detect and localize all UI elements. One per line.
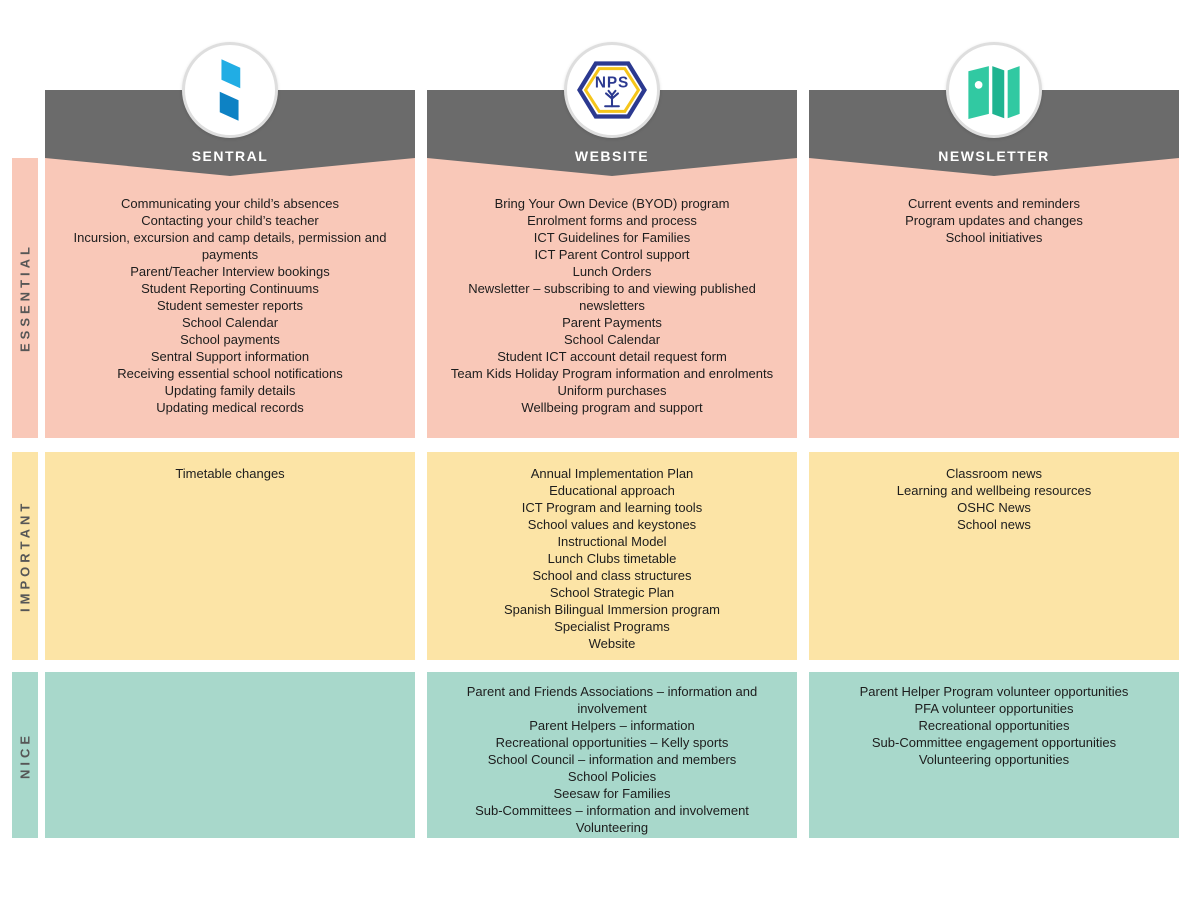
list-item: Learning and wellbeing resources xyxy=(896,483,1092,498)
row-label-text: NICE xyxy=(17,731,33,779)
list-item: Instructional Model xyxy=(557,534,667,549)
list-item: Parent/Teacher Interview bookings xyxy=(130,264,330,279)
list-item: Recreational opportunities xyxy=(918,718,1070,733)
list-item: School news xyxy=(957,517,1031,532)
list-item: Sub-Committee engagement opportunities xyxy=(871,735,1117,750)
list-item: Volunteering xyxy=(575,820,649,835)
column-header-label: NEWSLETTER xyxy=(938,148,1050,164)
list-item: Enrolment forms and process xyxy=(527,213,697,228)
list-item: ICT Parent Control support xyxy=(534,247,690,262)
list-item: Website xyxy=(588,636,636,651)
list-item: Student ICT account detail request form xyxy=(497,349,727,364)
sentral-logo xyxy=(182,42,278,138)
list-item: Communicating your child’s absences xyxy=(121,196,339,211)
list-item: Lunch Orders xyxy=(572,264,652,279)
row-label-text: IMPORTANT xyxy=(17,499,33,613)
list-item: School Council – information and members xyxy=(487,752,737,767)
list-item: Parent Helper Program volunteer opportun… xyxy=(859,684,1129,699)
list-item: Volunteering opportunities xyxy=(918,752,1070,767)
list-item: Updating medical records xyxy=(156,400,304,415)
column-header-label: SENTRAL xyxy=(191,148,269,164)
list-item: ICT Program and learning tools xyxy=(521,500,703,515)
list-item: Newsletter – subscribing to and viewing … xyxy=(468,281,756,313)
row-label-nice: NICE xyxy=(12,672,38,838)
list-item: School Strategic Plan xyxy=(549,585,675,600)
cell-newsletter-nice: Parent Helper Program volunteer opportun… xyxy=(809,672,1179,838)
list-item: Recreational opportunities – Kelly sport… xyxy=(495,735,729,750)
list-item: Seesaw for Families xyxy=(553,786,671,801)
svg-text:NPS: NPS xyxy=(595,74,629,91)
list-item: Team Kids Holiday Program information an… xyxy=(450,366,774,381)
list-item: Parent Helpers – information xyxy=(529,718,695,733)
list-item: Incursion, excursion and camp details, p… xyxy=(73,230,387,262)
list-item: Spanish Bilingual Immersion program xyxy=(503,602,721,617)
list-item: School and class structures xyxy=(532,568,692,583)
list-item: School payments xyxy=(180,332,280,347)
list-item: Current events and reminders xyxy=(908,196,1080,211)
list-item: Sub-Committees – information and involve… xyxy=(475,803,749,818)
newsletter-logo xyxy=(946,42,1042,138)
list-item: Bring Your Own Device (BYOD) program xyxy=(494,196,730,211)
list-item: Parent and Friends Associations – inform… xyxy=(466,684,758,716)
cell-sentral-nice xyxy=(45,672,415,838)
cell-website-nice: Parent and Friends Associations – inform… xyxy=(427,672,797,838)
list-item: School Policies xyxy=(567,769,657,784)
nps-logo: NPS xyxy=(564,42,660,138)
list-item: School initiatives xyxy=(945,230,1043,245)
list-item: Lunch Clubs timetable xyxy=(547,551,677,566)
list-item: ICT Guidelines for Families xyxy=(533,230,691,245)
list-item: Updating family details xyxy=(164,383,296,398)
list-item: School Calendar xyxy=(181,315,279,330)
list-item: Specialist Programs xyxy=(554,619,670,634)
row-label-text: ESSENTIAL xyxy=(17,243,33,353)
list-item: Receiving essential school notifications xyxy=(117,366,343,381)
list-item: Student semester reports xyxy=(157,298,303,313)
list-item: Wellbeing program and support xyxy=(521,400,703,415)
list-item: Contacting your child’s teacher xyxy=(141,213,319,228)
row-label-essential: ESSENTIAL xyxy=(12,158,38,438)
list-item: School Calendar xyxy=(563,332,661,347)
list-item: Program updates and changes xyxy=(905,213,1083,228)
list-item: Educational approach xyxy=(549,483,675,498)
list-item: PFA volunteer opportunities xyxy=(914,701,1074,716)
folded-map-icon xyxy=(968,66,1020,120)
list-item: School values and keystones xyxy=(527,517,697,532)
cell-sentral-important: Timetable changes xyxy=(45,452,415,660)
nps-school-badge-icon: NPS xyxy=(577,61,647,119)
list-item: Annual Implementation Plan xyxy=(530,466,694,481)
list-item: OSHC News xyxy=(957,500,1031,515)
list-item: Uniform purchases xyxy=(557,383,667,398)
column-header-label: WEBSITE xyxy=(574,148,650,164)
list-item: Classroom news xyxy=(945,466,1043,481)
list-item: Student Reporting Continuums xyxy=(141,281,319,296)
sentral-logo-icon xyxy=(219,59,241,121)
list-item: Sentral Support information xyxy=(150,349,310,364)
row-label-important: IMPORTANT xyxy=(12,452,38,660)
list-item: Parent Payments xyxy=(562,315,662,330)
list-item: Timetable changes xyxy=(175,466,285,481)
